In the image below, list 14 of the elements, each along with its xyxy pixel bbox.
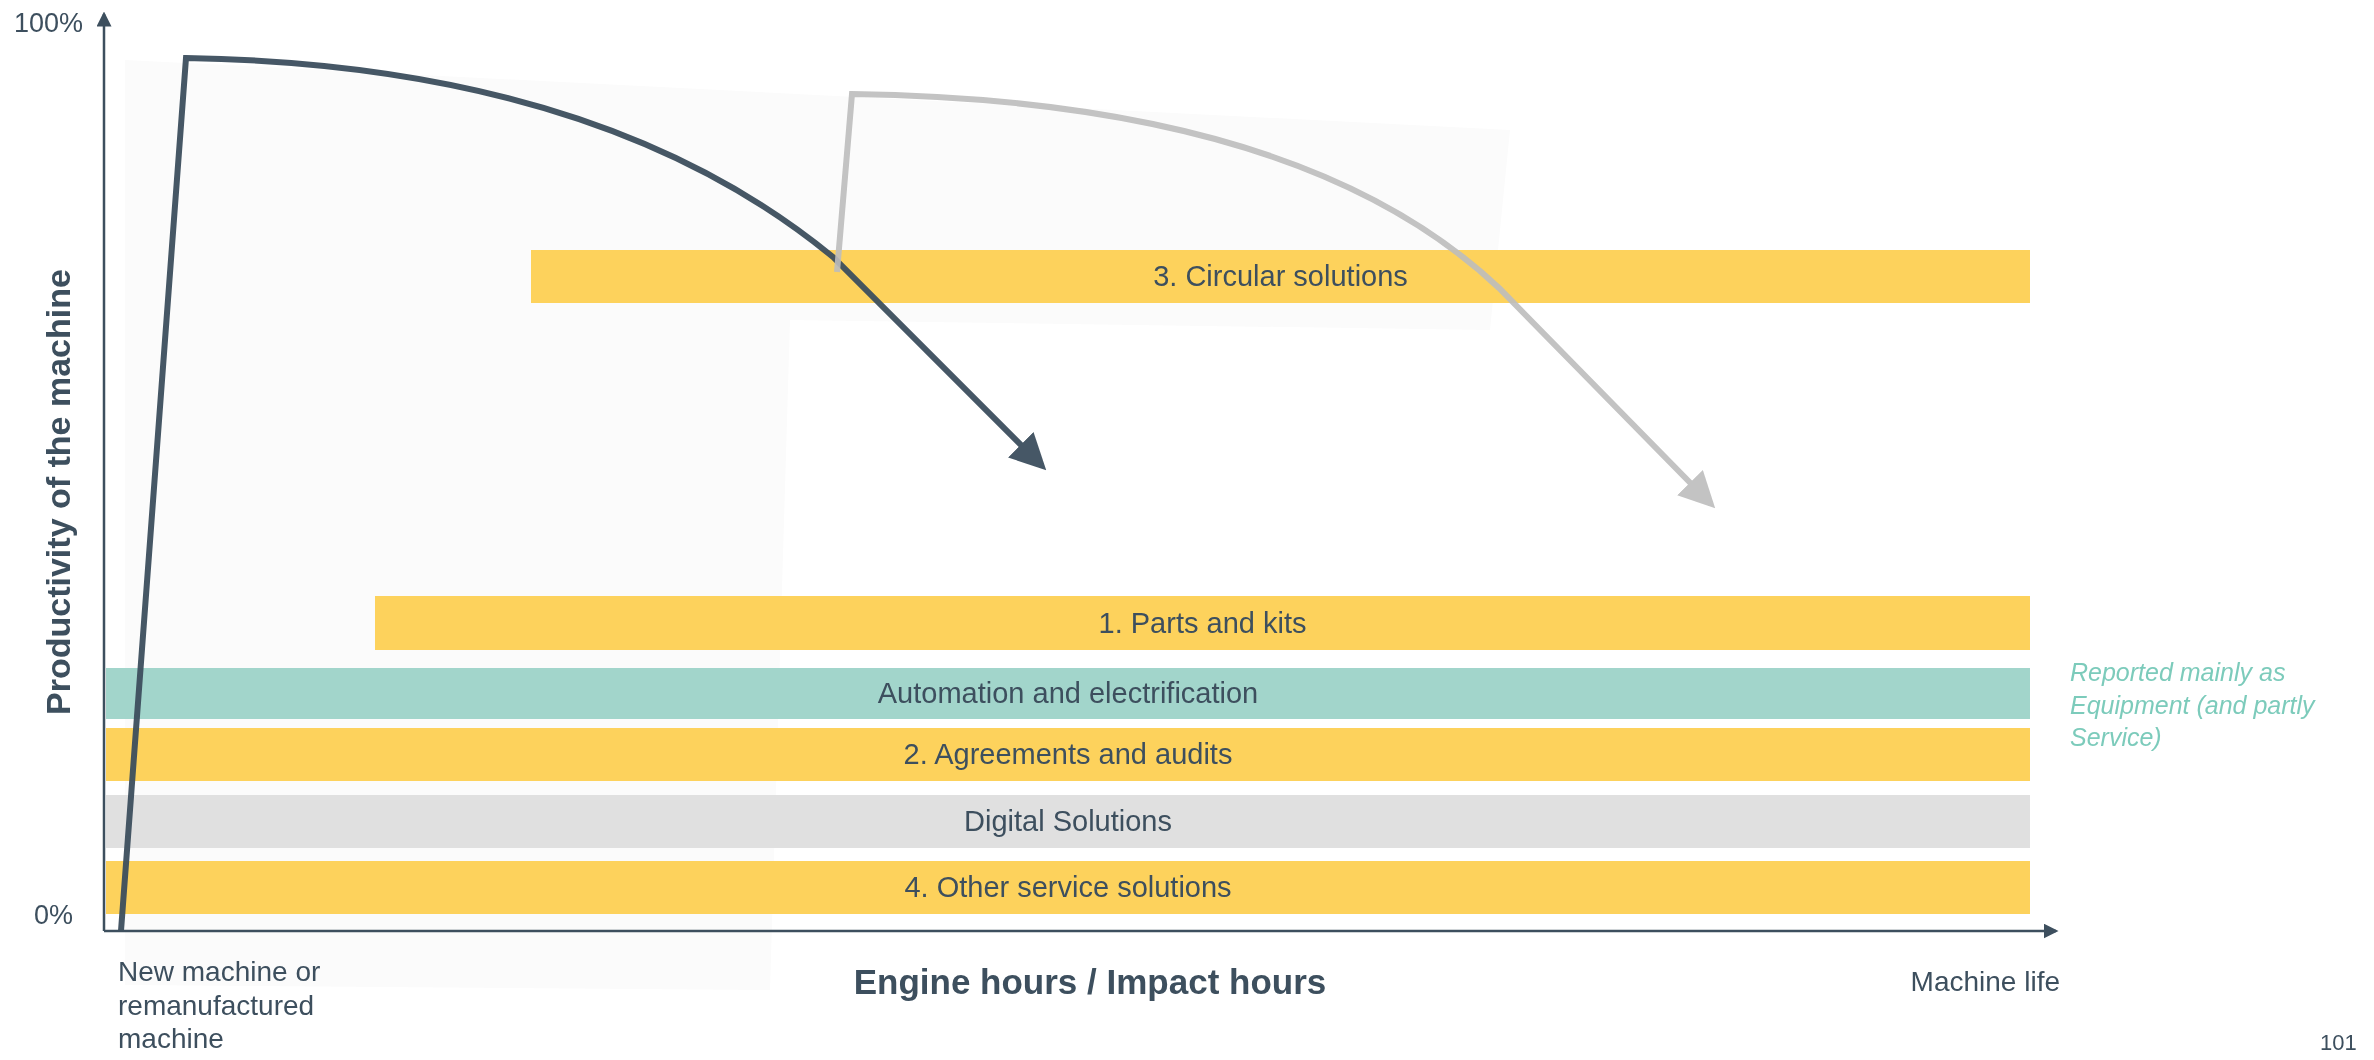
category-band: 3. Circular solutions xyxy=(531,250,2030,303)
category-band: 2. Agreements and audits xyxy=(106,728,2030,781)
category-band: Automation and electrification xyxy=(106,668,2030,719)
axis-end-label: Machine life xyxy=(1909,966,2060,998)
category-band: Digital Solutions xyxy=(106,795,2030,848)
axis-end-label: New machine or remanufactured machine xyxy=(118,955,322,1056)
axis-tick-label: 100% xyxy=(14,8,84,39)
axis-tick-label: 0% xyxy=(34,900,74,931)
axis-title: Productivity of the machine xyxy=(38,269,78,715)
category-band: 4. Other service solutions xyxy=(106,861,2030,914)
side-note: Reported mainly as Equipment (and partly Service) xyxy=(2070,657,2317,753)
page-number: 101 xyxy=(2320,1030,2357,1056)
axis-title: Engine hours / Impact hours xyxy=(853,962,1327,1002)
category-band: 1. Parts and kits xyxy=(375,596,2030,650)
